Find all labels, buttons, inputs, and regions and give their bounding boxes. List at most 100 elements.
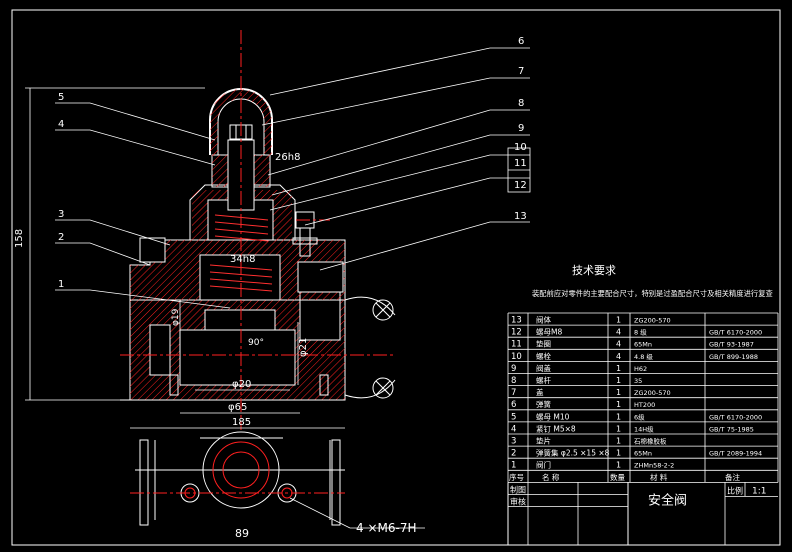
bom-cell-name: 弹簧 [536,399,551,409]
bom-cell-qty: 1 [616,424,621,433]
bom-cell-qty: 1 [616,461,621,470]
bom-cell-name: 盖 [536,387,544,397]
bom-cell-qty: 1 [616,316,621,325]
bom-cell-standard: GB/T 75-1985 [709,425,754,433]
dim-dia-21: φ21 [298,338,309,357]
bom-header-qty: 数量 [610,472,625,482]
bom-cell-name: 阀盖 [536,363,551,373]
dim-fit-34: 34h8 [230,254,255,265]
dim-dia-20: φ20 [232,379,251,390]
bom-cell-qty: 1 [616,364,621,373]
leader-3: 3 [58,209,64,220]
bom-cell-material: 6级 [634,412,645,421]
bom-cell-no: 11 [511,340,522,350]
dimension-lines [25,87,345,429]
section-view [120,88,346,401]
leader-6: 6 [518,36,524,47]
leader-10: 10 [514,142,527,153]
bom-cell-qty: 1 [616,400,621,409]
bom-cell-qty: 4 [616,340,621,349]
title-scale-label: 比例 [727,485,743,495]
bom-cell-no: 3 [511,437,516,447]
dim-fit-26: 26h8 [275,152,300,163]
bom-cell-name: 垫片 [536,436,551,446]
bom-cell-qty: 1 [616,412,621,421]
leader-7: 7 [518,66,524,77]
bom-header-material: 材 料 [650,472,668,482]
bom-header-standard: 备注 [725,472,740,482]
bom-cell-material: HT200 [634,401,655,409]
bom-cell-material: H62 [634,365,647,373]
leader-5: 5 [58,92,64,103]
dim-angle-90: 90° [248,338,264,348]
bom-cell-material: 4.8 级 [634,352,653,361]
bom-header-no: 序号 [509,472,524,482]
bom-cell-standard: GB/T 899-1988 [709,353,758,361]
bom-cell-name: 螺杆 [536,375,551,385]
bom-cell-material: ZG200-570 [634,389,671,397]
leader-12: 12 [514,180,527,191]
title-scale-value: 1:1 [752,486,766,496]
bom-cell-material: ZHMn58-2-2 [634,462,674,470]
bom-cell-qty: 1 [616,437,621,446]
dim-dia-19: φ19 [171,308,181,326]
drawing-frame [11,9,781,546]
bom-cell-no: 9 [511,364,516,374]
bom-cell-qty: 4 [616,328,621,337]
bom-header-name: 名 称 [542,472,560,482]
bottom-view [135,431,345,526]
bom-cell-no: 10 [511,352,522,362]
bom-cell-no: 5 [511,412,516,422]
leader-13: 13 [514,211,527,222]
bom-cell-name: 螺栓 [536,351,551,361]
bom-cell-material: 8 级 [634,328,647,337]
bom-cell-no: 12 [511,328,522,338]
bom-cell-standard: GB/T 6170-2000 [709,413,762,421]
leader-4: 4 [58,119,64,130]
side-view [344,296,396,399]
bom-cell-material: 14H级 [634,424,654,433]
bom-cell-name: 阀门 [536,461,551,470]
leader-lines [55,47,530,309]
leader-1: 1 [58,279,64,290]
tech-note: 装配前应对零件的主要配合尺寸，特别是过盈配合尺寸及相关精度进行复查 [532,289,773,298]
title-part-name: 安全阀 [648,492,687,508]
dim-bottom-89: 89 [235,527,249,540]
bom-cell-name: 螺母 M10 [536,411,570,421]
bom-cell-no: 7 [511,388,516,398]
dim-width-185: 185 [232,417,251,428]
dim-height: 158 [14,229,25,248]
tech-title: 技术要求 [572,264,616,277]
bom-cell-no: 2 [511,449,516,459]
bom-cell-standard: GB/T 6170-2000 [709,329,762,337]
bom-cell-qty: 4 [616,352,621,361]
bom-cell-name: 弹簧集 φ2.5 ×15 ×8 [536,448,610,458]
bom-cell-name: 阀体 [536,315,551,325]
bom-cell-no: 13 [511,316,522,326]
leader-9: 9 [518,123,524,134]
bom-cell-material: 65Mn [634,450,652,458]
bom-cell-material: 65Mn [634,341,652,349]
bom-cell-standard: GB/T 2089-1994 [709,450,762,458]
bom-cell-no: 8 [511,376,516,386]
bom-cell-no: 1 [511,461,516,471]
bom-cell-no: 4 [511,424,516,434]
bom-cell-material: 35 [634,377,642,385]
bom-cell-material: ZG200-570 [634,317,671,325]
bom-cell-qty: 1 [616,388,621,397]
bom-cell-qty: 1 [616,449,621,458]
leader-8: 8 [518,98,524,109]
bom-cell-qty: 1 [616,376,621,385]
bom-cell-no: 6 [511,400,516,410]
title-draw-label: 制图 [510,484,526,494]
bom-cell-material: 石棉橡胶板 [634,437,667,446]
bom-cell-name: 螺母M8 [536,327,562,337]
bom-cell-standard: GB/T 93-1987 [709,341,754,349]
leader-2: 2 [58,232,64,243]
title-check-label: 审核 [510,496,526,506]
leader-11: 11 [514,158,527,169]
dim-width-65: φ65 [228,402,247,413]
bom-cell-name: 紧钉 M5×8 [536,423,576,433]
